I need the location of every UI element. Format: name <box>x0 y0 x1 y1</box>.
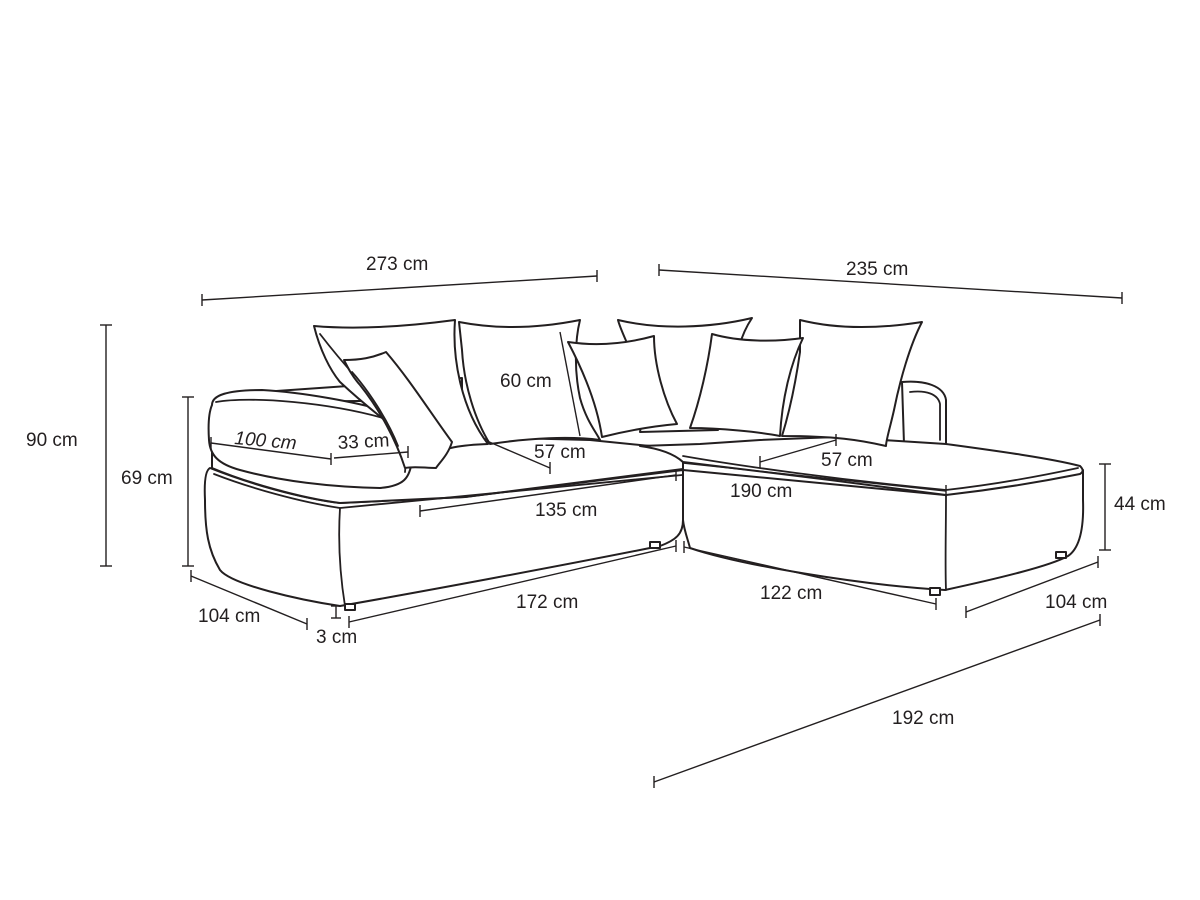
dimension-104-left <box>190 570 308 630</box>
throw-pillow-middle <box>567 335 678 438</box>
back-cushion-4 <box>781 319 923 447</box>
dimension-190 <box>682 462 947 497</box>
label-192: 192 cm <box>892 708 954 729</box>
dimension-33 <box>333 446 409 459</box>
label-122: 122 cm <box>760 583 822 604</box>
label-44: 44 cm <box>1114 494 1166 515</box>
foot <box>1055 551 1067 559</box>
dimension-3 <box>331 605 341 619</box>
label-235: 235 cm <box>846 259 908 280</box>
dimension-192 <box>653 614 1101 788</box>
foot <box>344 603 356 611</box>
label-90: 90 cm <box>26 430 78 451</box>
label-104-left: 104 cm <box>198 606 260 627</box>
dimension-135 <box>419 469 677 517</box>
dimension-labels: 273 cm 235 cm 90 cm 69 cm 60 cm 100 cm 3… <box>26 254 1166 729</box>
dimension-44 <box>1099 463 1111 551</box>
throw-pillow-left <box>343 351 453 469</box>
dimension-69 <box>182 396 194 567</box>
label-273: 273 cm <box>366 254 428 275</box>
right-armrest <box>901 380 947 445</box>
dimension-57-left <box>486 440 551 474</box>
label-190: 190 cm <box>730 481 792 502</box>
dimension-172 <box>348 540 677 628</box>
left-armrest <box>207 389 414 489</box>
label-69: 69 cm <box>121 468 173 489</box>
label-57-right: 57 cm <box>821 450 873 471</box>
dimension-60 <box>559 331 581 437</box>
throw-pillow-right <box>689 333 804 437</box>
label-172: 172 cm <box>516 592 578 613</box>
dimension-235 <box>658 264 1123 304</box>
dimension-lines <box>100 264 1123 788</box>
dimension-100 <box>210 437 332 465</box>
dimension-104-right <box>965 556 1099 618</box>
back-cushion-2 <box>458 319 601 445</box>
label-60: 60 cm <box>500 371 552 392</box>
foot <box>649 541 661 549</box>
chaise-seat-cushion <box>639 436 1084 496</box>
label-104-right: 104 cm <box>1045 592 1107 613</box>
dimension-90 <box>100 324 112 567</box>
label-135: 135 cm <box>535 500 597 521</box>
label-33: 33 cm <box>337 430 390 454</box>
dimension-273 <box>201 270 598 306</box>
sofa-illustration <box>203 317 1085 611</box>
dimension-122 <box>683 541 937 610</box>
foot <box>929 587 941 596</box>
dimension-57-right <box>759 434 837 468</box>
label-3: 3 cm <box>316 627 357 648</box>
label-57-left: 57 cm <box>534 442 586 463</box>
